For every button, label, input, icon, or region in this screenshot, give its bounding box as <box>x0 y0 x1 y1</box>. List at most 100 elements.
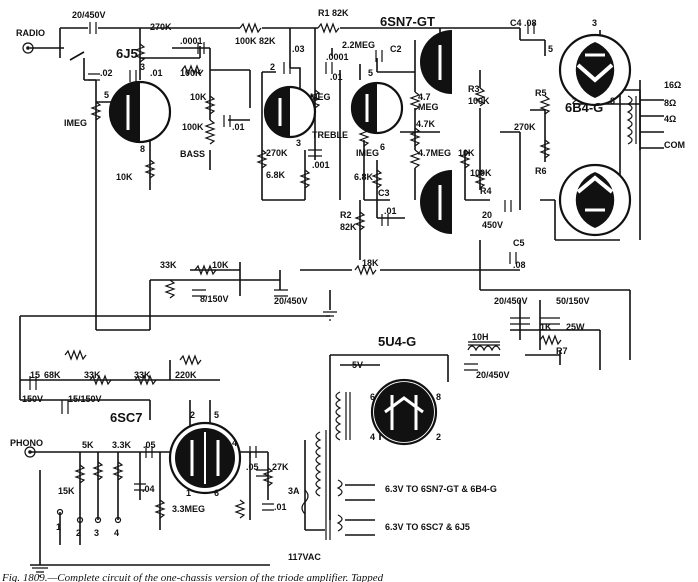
label-6-8k-b: 6.8K <box>354 172 374 182</box>
svg-text:2: 2 <box>76 528 81 538</box>
label-150v: 150V <box>22 394 43 404</box>
capacitors <box>29 22 560 511</box>
label-r5: R5 <box>535 88 547 98</box>
tube-6sn7-gt-lower <box>420 170 452 234</box>
magnetics <box>315 95 641 540</box>
label-4-7meg-b: 4.7MEG <box>418 148 451 158</box>
label-220k: 220K <box>175 370 197 380</box>
label-tap-16: 16Ω <box>664 80 681 90</box>
label-c-01-b: .01 <box>232 122 245 132</box>
svg-text:8: 8 <box>140 144 145 154</box>
label-c-0001: .0001 <box>180 36 203 46</box>
tube-labels: 6J5 6SN7-GT 6B4-G 5U4-G 6SC7 <box>110 14 603 425</box>
label-c-20-450-top: 20/450V <box>72 10 106 20</box>
tube-6b4g-upper <box>558 33 632 107</box>
svg-text:1: 1 <box>270 98 275 108</box>
svg-text:1: 1 <box>186 488 191 498</box>
label-100k-a: 100K <box>180 68 202 78</box>
label-100k-82k: 100K 82K <box>235 36 276 46</box>
tube-6sn7-section2 <box>350 81 404 135</box>
wiring <box>19 27 664 566</box>
label-10k-d: 10K <box>212 260 229 270</box>
label-c-20-450-b: 20/450V <box>274 296 308 306</box>
label-3-3k: 3.3K <box>112 440 132 450</box>
svg-text:4: 4 <box>370 432 375 442</box>
label-c-8-150: 8/150V <box>200 294 229 304</box>
label-r4: R4 <box>480 186 492 196</box>
label-4-7k: 4.7K <box>416 119 436 129</box>
tube-6sc7 <box>168 421 242 495</box>
label-68k: 68K <box>44 370 61 380</box>
label-c-04: .04 <box>142 484 155 494</box>
label-r3-val: 100K <box>468 96 490 106</box>
tube-6b4g-lower <box>558 163 632 237</box>
radio-jack[interactable] <box>22 42 34 54</box>
svg-text:3: 3 <box>296 138 301 148</box>
label-com: COM <box>664 140 685 150</box>
label-meg: MEG <box>310 92 331 102</box>
radio-label: RADIO <box>16 28 45 38</box>
label-c2: C2 <box>390 44 402 54</box>
label-c5: C5 <box>513 238 525 248</box>
label-treble: TREBLE <box>312 130 348 140</box>
label-33k-c: 33K <box>134 370 151 380</box>
component-labels: 20/450V 270K .0001 100K 82K R1 82K C2 C4… <box>22 8 685 562</box>
tube-label-6sn7: 6SN7-GT <box>380 14 435 29</box>
tube-label-6j5: 6J5 <box>116 46 138 61</box>
svg-text:2: 2 <box>572 96 577 106</box>
svg-text:3: 3 <box>592 18 597 28</box>
label-c-01-d: .01 <box>384 206 397 216</box>
label-5k: 5K <box>82 440 94 450</box>
label-5v: 5V <box>352 360 363 370</box>
tube-6j5 <box>108 80 172 144</box>
label-bass: BASS <box>180 149 205 159</box>
svg-text:2: 2 <box>190 410 195 420</box>
label-r1: R1 82K <box>318 8 349 18</box>
label-c-03: .03 <box>292 44 305 54</box>
label-r2-val: 82K <box>340 222 357 232</box>
tube-label-6b4g: 6B4-G <box>565 100 603 115</box>
svg-text:5: 5 <box>214 410 219 420</box>
label-100k-b: 100K <box>182 122 204 132</box>
svg-text:4: 4 <box>114 528 119 538</box>
label-100k-c: 100K <box>470 168 492 178</box>
label-1k: 1K <box>540 322 552 332</box>
label-c3: C3 <box>378 188 390 198</box>
label-15k: 15K <box>58 486 75 496</box>
label-6-8k-a: 6.8K <box>266 170 286 180</box>
label-27k: 27K <box>272 462 289 472</box>
fuse <box>301 489 309 515</box>
label-33k-b: 33K <box>84 370 101 380</box>
tube-label-5u4g: 5U4-G <box>378 334 416 349</box>
svg-text:3: 3 <box>94 528 99 538</box>
label-r3: R3 <box>468 84 480 94</box>
label-tap-8: 8Ω <box>664 98 676 108</box>
label-r2: R2 <box>340 210 352 220</box>
label-c-20-450-c: 20/450V <box>494 296 528 306</box>
svg-text:6: 6 <box>380 142 385 152</box>
label-3-3meg: 3.3MEG <box>172 504 205 514</box>
svg-text:4: 4 <box>356 98 361 108</box>
label-c-20-450-d: 20/450V <box>476 370 510 380</box>
tube-label-6sc7: 6SC7 <box>110 410 143 425</box>
label-18k: 18K <box>362 258 379 268</box>
svg-text:5: 5 <box>104 90 109 100</box>
label-2-2meg: 2.2MEG <box>342 40 375 50</box>
label-imeg-b: IMEG <box>356 148 379 158</box>
label-25w: 25W <box>566 322 585 332</box>
tube-5u4g <box>370 378 438 446</box>
grounds <box>32 311 337 577</box>
label-270k-a: 270K <box>150 22 172 32</box>
phono-jack[interactable] <box>24 446 36 458</box>
svg-text:5: 5 <box>548 44 553 54</box>
label-c-15-150: 15/150V <box>68 394 102 404</box>
label-choke: 10H <box>472 332 489 342</box>
selector-switch[interactable] <box>56 508 122 546</box>
label-heater-a: 6.3V TO 6SN7-GT & 6B4-G <box>385 484 497 494</box>
label-c-15: 15 <box>30 370 40 380</box>
label-270k-b: 270K <box>266 148 288 158</box>
label-r6: R6 <box>535 166 547 176</box>
label-c-01-a: .01 <box>150 68 163 78</box>
label-270k-c: 270K <box>514 122 536 132</box>
